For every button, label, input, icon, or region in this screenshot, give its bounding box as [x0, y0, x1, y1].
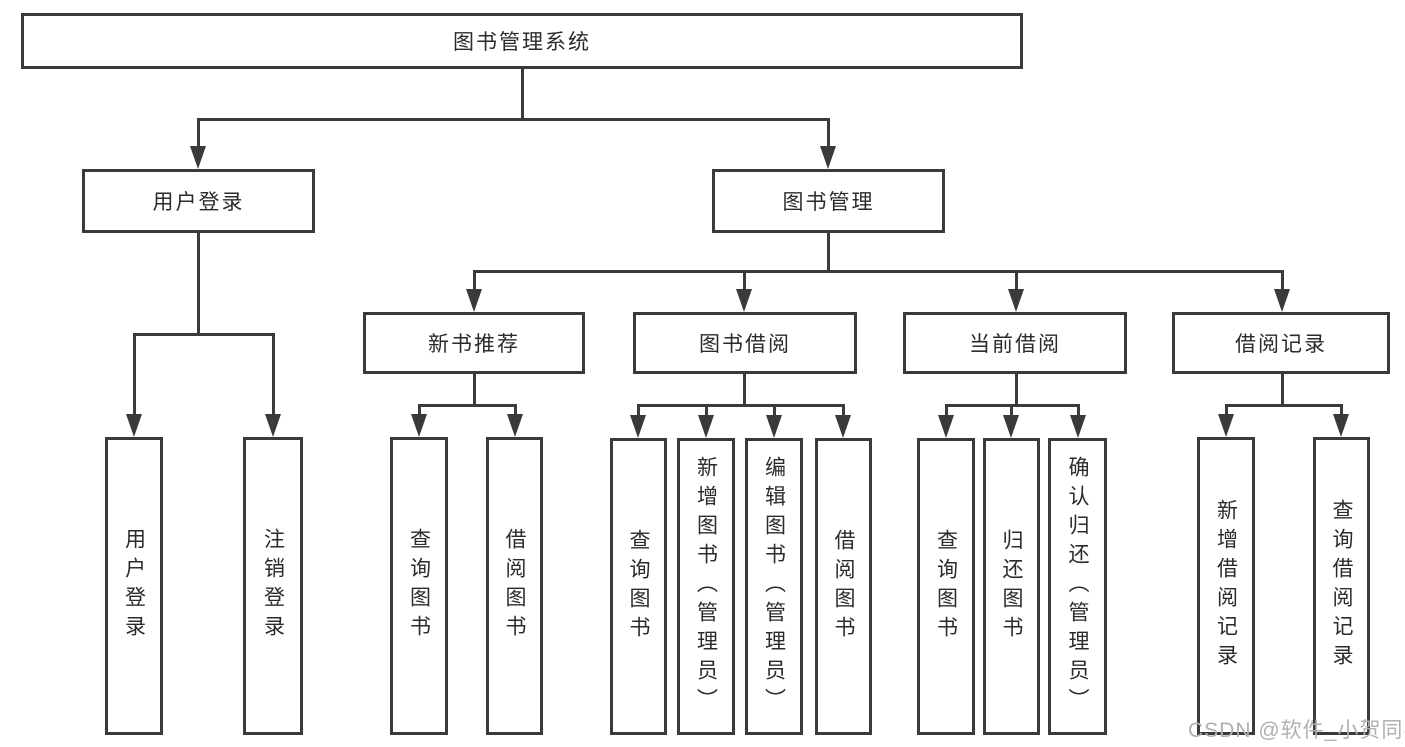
node-borrow-records-label: 借阅记录: [1235, 333, 1327, 356]
leaf-records-add-label: 新增借阅记录: [1214, 499, 1238, 673]
connector-line: [637, 404, 845, 407]
connector-line: [418, 404, 421, 418]
node-root-label: 图书管理系统: [453, 31, 591, 54]
connector-line: [1281, 270, 1284, 294]
arrow-down-icon: [698, 415, 714, 438]
leaf-bookborrow-add-label: 新增图书（管理员）: [694, 456, 718, 717]
connector-line: [197, 233, 200, 336]
connector-line: [1340, 404, 1343, 418]
leaf-current-confirm-label: 确认归还（管理员）: [1066, 456, 1089, 717]
connector-line: [1077, 404, 1080, 419]
connector-line: [133, 333, 136, 418]
arrow-down-icon: [736, 289, 752, 312]
arrow-down-icon: [1274, 289, 1290, 312]
connector-line: [1015, 270, 1018, 294]
node-new-books-label: 新书推荐: [428, 333, 520, 356]
leaf-newbooks-query: 查询图书: [390, 437, 448, 735]
leaf-newbooks-borrow: 借阅图书: [486, 437, 543, 735]
leaf-bookborrow-edit: 编辑图书（管理员）: [745, 438, 803, 735]
arrow-down-icon: [835, 415, 851, 438]
arrow-down-icon: [190, 146, 206, 169]
leaf-bookborrow-query-label: 查询图书: [627, 528, 650, 645]
leaf-user-login-label: 用户登录: [122, 528, 146, 644]
leaf-current-return-label: 归还图书: [1000, 528, 1023, 645]
arrow-down-icon: [1008, 289, 1024, 312]
node-book-borrow-label: 图书借阅: [699, 333, 791, 356]
leaf-records-add: 新增借阅记录: [1197, 437, 1255, 735]
node-current-borrow: 当前借阅: [903, 312, 1127, 374]
leaf-logout-label: 注销登录: [261, 528, 285, 644]
node-root: 图书管理系统: [21, 13, 1023, 69]
connector-line: [272, 333, 275, 418]
leaf-current-query-label: 查询图书: [934, 528, 958, 645]
connector-line: [1010, 404, 1013, 419]
leaf-current-return: 归还图书: [983, 438, 1040, 735]
leaf-newbooks-query-label: 查询图书: [407, 528, 431, 644]
arrow-down-icon: [265, 414, 281, 437]
csdn-watermark: CSDN @软件_小贺同学: [1188, 719, 1405, 742]
leaf-bookborrow-add: 新增图书（管理员）: [677, 438, 735, 735]
node-user-login-label: 用户登录: [152, 191, 245, 214]
connector-line: [637, 404, 640, 419]
arrow-down-icon: [1003, 415, 1019, 438]
connector-line: [514, 404, 517, 418]
node-current-borrow-label: 当前借阅: [969, 333, 1061, 356]
leaf-bookborrow-query: 查询图书: [610, 438, 667, 735]
arrow-down-icon: [1070, 415, 1086, 438]
connector-line: [743, 374, 746, 407]
connector-line: [418, 404, 517, 407]
leaf-newbooks-borrow-label: 借阅图书: [503, 528, 526, 644]
node-new-books: 新书推荐: [363, 312, 585, 374]
leaf-user-login: 用户登录: [105, 437, 163, 735]
node-book-mgmt: 图书管理: [712, 169, 945, 233]
connector-line: [842, 404, 845, 419]
leaf-records-query-label: 查询借阅记录: [1330, 499, 1353, 673]
connector-line: [521, 69, 524, 121]
connector-line: [1015, 374, 1018, 407]
leaf-records-query: 查询借阅记录: [1313, 437, 1370, 735]
arrow-down-icon: [126, 414, 142, 437]
arrow-down-icon: [411, 414, 427, 437]
connector-line: [1281, 374, 1284, 407]
node-user-login: 用户登录: [82, 169, 315, 233]
leaf-logout: 注销登录: [243, 437, 303, 735]
connector-line: [197, 118, 830, 121]
leaf-bookborrow-edit-label: 编辑图书（管理员）: [762, 456, 786, 717]
connector-line: [945, 404, 948, 419]
arrow-down-icon: [630, 415, 646, 438]
connector-line: [197, 118, 200, 150]
connector-line: [1225, 404, 1228, 418]
connector-line: [743, 270, 746, 294]
arrow-down-icon: [1333, 414, 1349, 437]
arrow-down-icon: [466, 289, 482, 312]
connector-line: [133, 333, 275, 336]
node-borrow-records: 借阅记录: [1172, 312, 1390, 374]
node-book-mgmt-label: 图书管理: [782, 191, 875, 214]
connector-line: [473, 270, 476, 294]
node-book-borrow: 图书借阅: [633, 312, 857, 374]
connector-line: [827, 233, 830, 273]
leaf-bookborrow-borrow-label: 借阅图书: [832, 528, 855, 645]
arrow-down-icon: [766, 415, 782, 438]
connector-line: [705, 404, 708, 419]
arrow-down-icon: [507, 414, 523, 437]
connector-line: [773, 404, 776, 419]
connector-line: [473, 270, 1284, 273]
arrow-down-icon: [938, 415, 954, 438]
connector-line: [827, 118, 830, 150]
leaf-current-confirm: 确认归还（管理员）: [1048, 438, 1107, 735]
connector-line: [1225, 404, 1343, 407]
leaf-current-query: 查询图书: [917, 438, 975, 735]
leaf-bookborrow-borrow: 借阅图书: [815, 438, 872, 735]
arrow-down-icon: [820, 146, 836, 169]
arrow-down-icon: [1218, 414, 1234, 437]
connector-line: [473, 374, 476, 407]
